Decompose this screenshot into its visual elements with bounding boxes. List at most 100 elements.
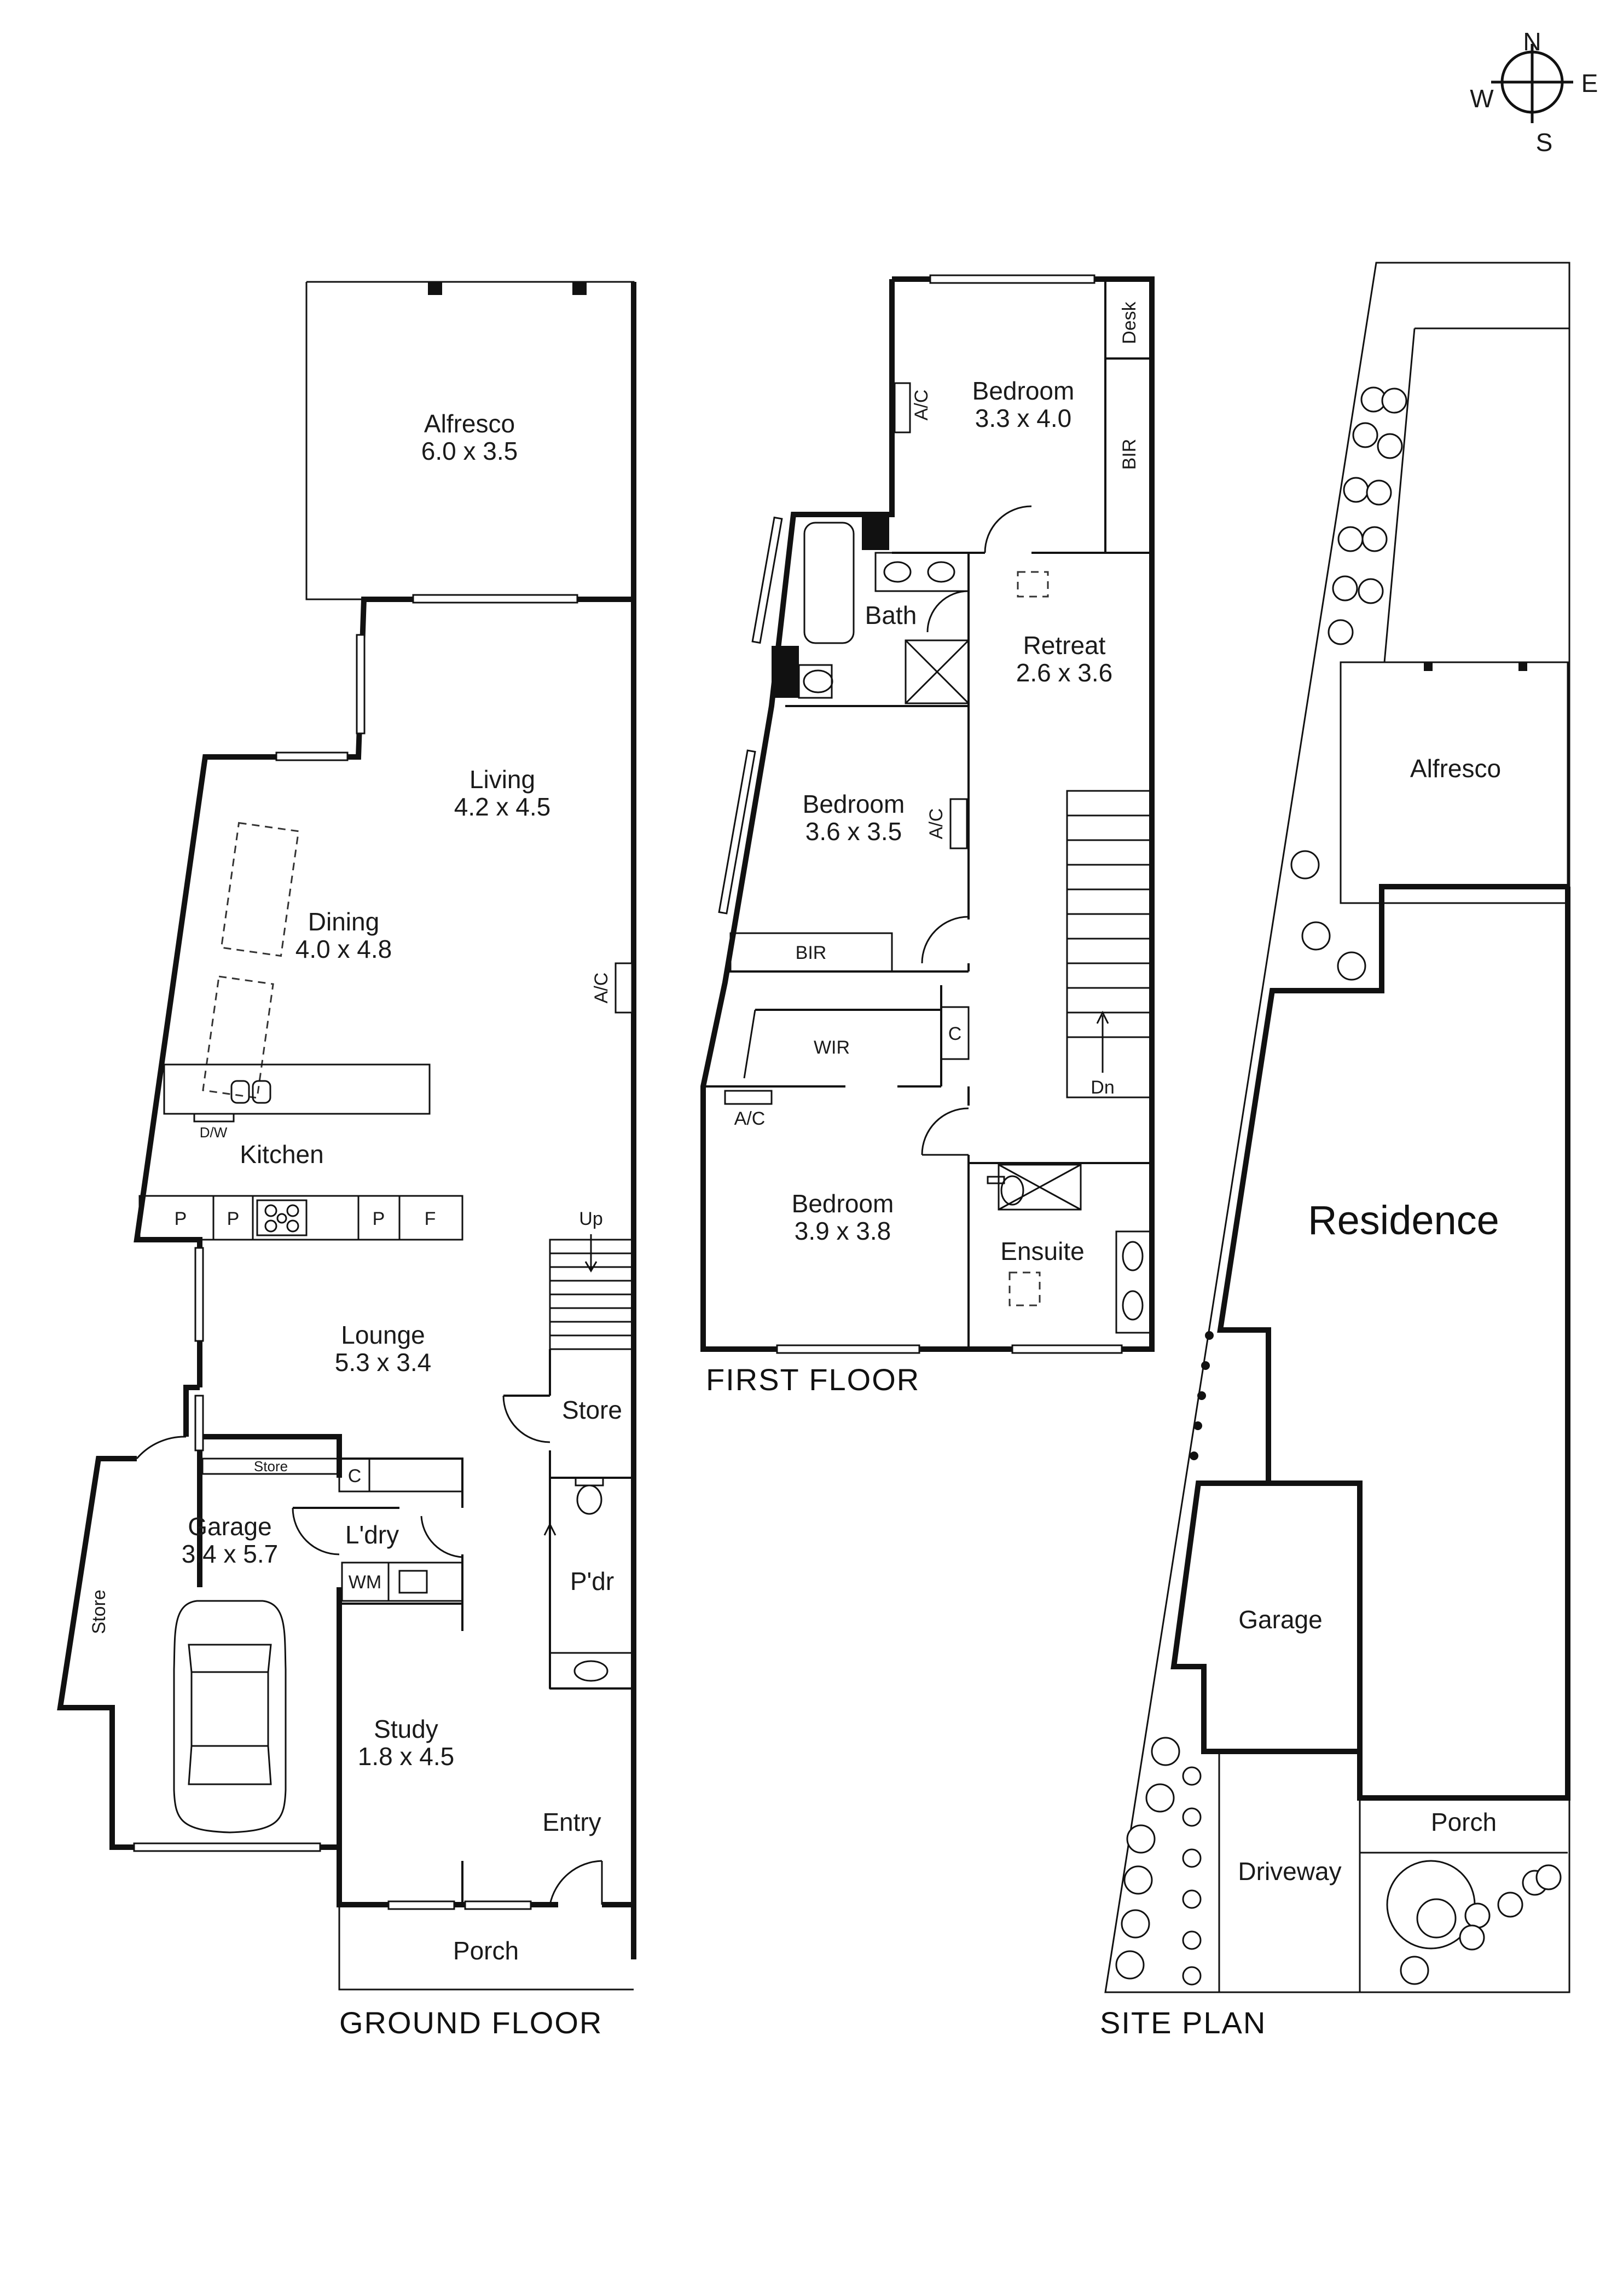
alfresco-post — [572, 282, 587, 295]
stairs-up-label: Up — [579, 1208, 602, 1229]
store-wall — [503, 1349, 634, 1479]
door-swing — [420, 1516, 463, 1558]
laundry-label: L'dry — [345, 1520, 399, 1549]
cooktop — [256, 1199, 308, 1236]
bir — [729, 932, 893, 973]
skylight — [1017, 571, 1049, 598]
window — [387, 1900, 455, 1910]
bedroom1-label: Bedroom — [972, 377, 1075, 405]
pantry-label: P — [373, 1208, 385, 1229]
powder-label: P'dr — [570, 1567, 614, 1595]
laundry-sink — [398, 1570, 428, 1594]
compass-west: W — [1470, 84, 1494, 113]
door-swing — [502, 1395, 550, 1443]
site-plan-title: SITE PLAN — [1100, 2005, 1266, 2040]
study-dims: 1.8 x 4.5 — [358, 1742, 454, 1771]
garage-dims: 3.4 x 5.7 — [182, 1540, 278, 1568]
basin-icon — [573, 1660, 608, 1682]
ac-unit — [949, 798, 968, 849]
ground-floor-plan: Alfresco 6.0 x 3.5 Living 4.2 x 4.5 Dini… — [57, 281, 636, 2040]
compass-south: S — [1536, 128, 1553, 157]
ac-unit — [615, 962, 633, 1014]
garage-store-label: Store — [89, 1589, 109, 1634]
site-porch-label: Porch — [1431, 1808, 1497, 1836]
desk-label: Desk — [1119, 301, 1140, 344]
car-icon — [173, 1600, 287, 1834]
living-dims: 4.2 x 4.5 — [454, 793, 550, 821]
arrow-icon — [543, 1522, 557, 1536]
door-swing — [136, 1436, 187, 1459]
window — [412, 594, 578, 604]
tree-icon — [1115, 386, 1562, 1986]
kitchen-label: Kitchen — [240, 1140, 323, 1169]
vanity — [874, 552, 970, 592]
lounge-label: Lounge — [341, 1321, 425, 1349]
garage-label: Garage — [188, 1512, 271, 1541]
alfresco-dims: 6.0 x 3.5 — [421, 437, 518, 465]
retreat-label: Retreat — [1023, 631, 1106, 660]
compass-east: E — [1581, 69, 1598, 97]
first-floor-plan: Desk BIR Bedroom 3.3 x 4.0 A/C Bath Retr… — [700, 274, 1155, 1397]
alfresco-label: Alfresco — [424, 409, 515, 438]
retreat-dims: 2.6 x 3.6 — [1016, 658, 1112, 687]
bath-duct — [862, 517, 889, 550]
driveway-label: Driveway — [1238, 1857, 1341, 1886]
bathtub — [803, 522, 855, 644]
laundry-trough — [387, 1561, 463, 1602]
bath-duct — [772, 646, 799, 698]
site-inner-line — [1383, 327, 1569, 663]
compass-north: N — [1523, 27, 1541, 56]
lounge-dims: 5.3 x 3.4 — [335, 1348, 431, 1377]
bedroom3-label: Bedroom — [792, 1189, 894, 1218]
vanity — [549, 1652, 633, 1690]
window — [929, 274, 1095, 284]
shower — [905, 639, 970, 704]
window — [275, 751, 349, 761]
toilet-cistern — [987, 1176, 1005, 1184]
wm-label: WM — [349, 1572, 381, 1593]
kitchen-sink — [230, 1080, 250, 1104]
garage-wall — [57, 1437, 342, 1850]
cupboard — [940, 1006, 970, 1060]
residence-label: Residence — [1308, 1198, 1499, 1243]
door-swing — [984, 505, 1032, 553]
window — [776, 1344, 920, 1354]
site-plan: Alfresco Residence Garage Porch Driveway — [1100, 262, 1570, 2040]
window — [194, 1247, 204, 1342]
dining-table — [220, 822, 300, 957]
toilet-icon — [803, 669, 833, 693]
site-alfresco-label: Alfresco — [1410, 754, 1501, 783]
toilet-icon — [576, 1484, 602, 1515]
skylight — [1008, 1271, 1041, 1306]
basin-icon — [927, 561, 955, 583]
fence-post-icon — [1190, 1331, 1214, 1460]
desk-wall — [1104, 279, 1152, 553]
ensuite-wall — [967, 1155, 1152, 1349]
door-swing — [921, 1107, 969, 1156]
ensuite-label: Ensuite — [1000, 1237, 1084, 1265]
stairs — [1066, 790, 1153, 1098]
site-garage-wall — [1268, 1480, 1363, 1751]
ac-label: A/C — [926, 808, 947, 840]
porch-outline — [338, 1905, 634, 1991]
compass: N E S W — [1470, 27, 1598, 157]
site-garage-label: Garage — [1238, 1605, 1322, 1634]
toilet-cistern — [575, 1477, 604, 1487]
window — [194, 1395, 204, 1451]
site-driveway — [1218, 1751, 1568, 1992]
bath-label: Bath — [865, 601, 917, 629]
door-swing — [292, 1507, 340, 1555]
ac-label: A/C — [734, 1108, 766, 1129]
ac-label: A/C — [911, 390, 932, 421]
window — [1011, 1344, 1123, 1354]
kitchen-bench — [138, 1195, 463, 1241]
bedroom1-dims: 3.3 x 4.0 — [975, 404, 1071, 432]
site-residence — [1170, 884, 1570, 1801]
site-boundary — [1104, 262, 1570, 1993]
study-label: Study — [374, 1715, 438, 1743]
laundry-cupboard — [368, 1458, 463, 1493]
toilet-icon — [1000, 1175, 1024, 1206]
dishwasher — [193, 1113, 235, 1123]
bedroom3-dims: 3.9 x 3.8 — [795, 1217, 891, 1245]
cupboard-label: C — [348, 1466, 362, 1487]
